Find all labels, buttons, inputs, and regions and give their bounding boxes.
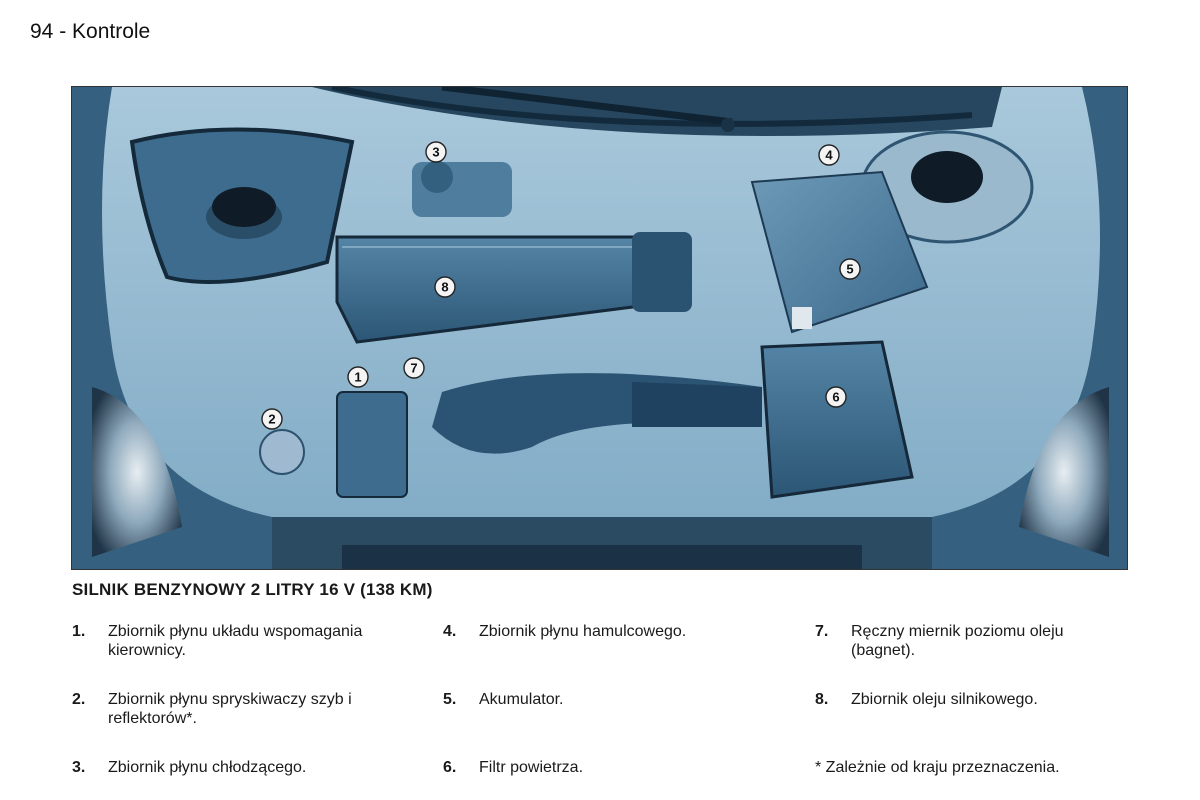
page-title: 94 - Kontrole bbox=[30, 20, 151, 43]
legend-number: 6. bbox=[443, 759, 457, 776]
legend-number: 2. bbox=[72, 691, 86, 708]
svg-text:2: 2 bbox=[268, 412, 275, 427]
svg-text:1: 1 bbox=[354, 370, 361, 385]
legend-text: Zbiornik płynu układu wspomagania kierow… bbox=[108, 623, 363, 659]
footnote: * Zależnie od kraju przeznaczenia. bbox=[815, 759, 1060, 776]
legend-item-1: 1. Zbiornik płynu układu wspomagania kie… bbox=[72, 622, 398, 660]
callout-3: 3 bbox=[425, 141, 447, 163]
svg-text:8: 8 bbox=[441, 280, 448, 295]
legend-item-7: 7. Ręczny miernik poziomu oleju (bagnet)… bbox=[815, 622, 1131, 660]
legend-number: 5. bbox=[443, 691, 457, 708]
legend-number: 1. bbox=[72, 623, 86, 640]
legend-item-8: 8. Zbiornik oleju silnikowego. bbox=[815, 690, 1131, 709]
callout-8: 8 bbox=[434, 276, 456, 298]
svg-text:6: 6 bbox=[832, 390, 839, 405]
legend-number: 3. bbox=[72, 759, 86, 776]
svg-text:4: 4 bbox=[825, 148, 833, 163]
legend-text: Filtr powietrza. bbox=[479, 759, 584, 776]
section-title: SILNIK BENZYNOWY 2 LITRY 16 V (138 KM) bbox=[72, 580, 433, 599]
legend-number: 7. bbox=[815, 623, 829, 640]
callout-4: 4 bbox=[818, 144, 840, 166]
svg-text:3: 3 bbox=[432, 145, 439, 160]
svg-text:7: 7 bbox=[410, 361, 417, 376]
legend-item-3: 3. Zbiornik płynu chłodzącego. bbox=[72, 758, 398, 777]
legend-text: Ręczny miernik poziomu oleju (bagnet). bbox=[851, 623, 1064, 659]
callout-1: 1 bbox=[347, 366, 369, 388]
legend-text: Zbiornik płynu chłodzącego. bbox=[108, 759, 307, 776]
legend-text: Zbiornik płynu hamulcowego. bbox=[479, 623, 687, 640]
legend-item-6: 6. Filtr powietrza. bbox=[443, 758, 769, 777]
callout-5: 5 bbox=[839, 258, 861, 280]
callout-6: 6 bbox=[825, 386, 847, 408]
svg-text:5: 5 bbox=[846, 262, 853, 277]
engine-bay-illustration: 1 2 3 4 5 6 7 8 bbox=[71, 86, 1128, 570]
legend-number: 8. bbox=[815, 691, 829, 708]
legend-item-2: 2. Zbiornik płynu spryskiwaczy szyb i re… bbox=[72, 690, 368, 728]
legend-text: Akumulator. bbox=[479, 691, 564, 708]
legend-item-4: 4. Zbiornik płynu hamulcowego. bbox=[443, 622, 769, 641]
callout-2: 2 bbox=[261, 408, 283, 430]
callout-7: 7 bbox=[403, 357, 425, 379]
legend-number: 4. bbox=[443, 623, 457, 640]
legend-text: Zbiornik płynu spryskiwaczy szyb i refle… bbox=[108, 691, 352, 727]
legend-item-5: 5. Akumulator. bbox=[443, 690, 769, 709]
legend-text: Zbiornik oleju silnikowego. bbox=[851, 691, 1038, 708]
engine-bay-drawing: 1 2 3 4 5 6 7 8 bbox=[72, 87, 1127, 569]
